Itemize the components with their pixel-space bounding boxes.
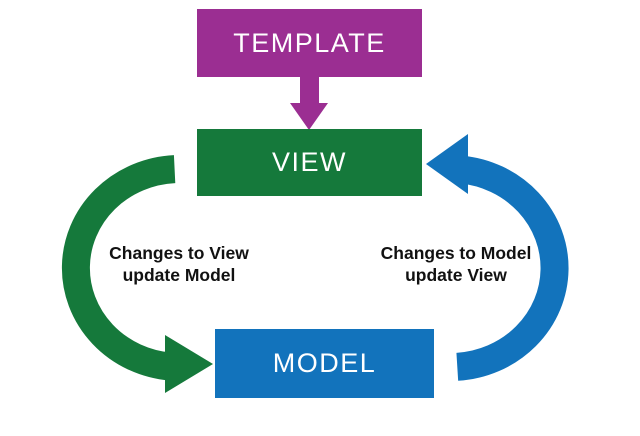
view-node-label: VIEW — [271, 147, 347, 177]
model-to-view-arc — [456, 155, 569, 381]
model-to-view-arrowhead-icon — [426, 134, 468, 194]
view-to-model-edge-label: Changes to View update Model — [109, 243, 249, 285]
model-to-view-edge-label: Changes to Model update View — [380, 243, 532, 285]
view-node: VIEW — [197, 129, 422, 196]
model-node: MODEL — [215, 329, 434, 398]
model-node-label: MODEL — [272, 348, 377, 378]
template-to-view-arrow-icon — [290, 77, 328, 130]
view-to-model-arc — [61, 155, 176, 381]
view-to-model-arrowhead-icon — [165, 335, 213, 393]
template-node: TEMPLATE — [197, 9, 422, 77]
template-node-label: TEMPLATE — [233, 27, 386, 58]
